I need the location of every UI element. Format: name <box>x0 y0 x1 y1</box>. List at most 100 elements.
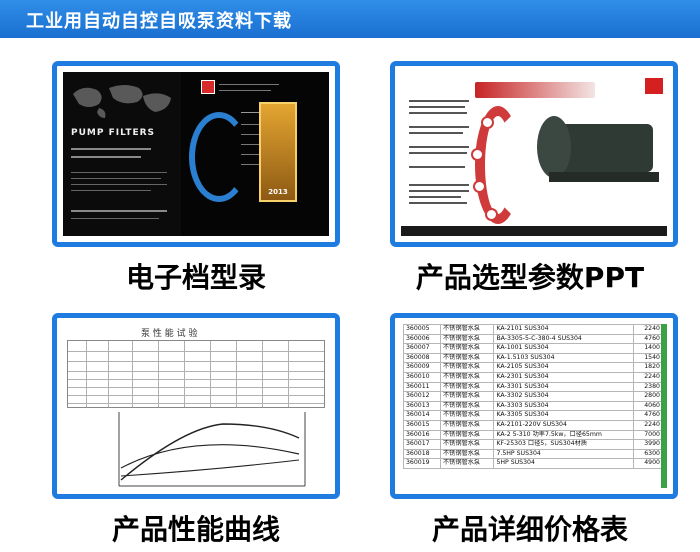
banner-title: 工业用自动自控自吸泵资料下载 <box>26 11 292 32</box>
ppt-text-line <box>409 126 469 128</box>
price-cell-price: 6300 <box>633 448 663 460</box>
price-cell-name: 不锈钢管水泵 <box>439 343 495 354</box>
price-cell-code: 360018 <box>403 448 441 460</box>
table-gridline <box>288 341 289 407</box>
price-cell-name: 不锈钢管水泵 <box>439 400 495 412</box>
price-cell-price: 2240 <box>633 371 663 383</box>
ppt-text-line <box>409 100 469 102</box>
chart-bullet-icon <box>471 148 484 161</box>
table-gridline <box>68 379 324 380</box>
table-gridline <box>68 387 324 388</box>
price-cell-name: 不锈钢管水泵 <box>439 419 495 431</box>
plaque-year: 2013 <box>268 188 288 196</box>
price-cell-model: KA-1.5103 SUS304 <box>493 352 635 364</box>
price-cell-code: 360014 <box>403 410 441 421</box>
ppt-text-line <box>409 196 461 198</box>
price-cell-price: 1400 <box>633 343 663 354</box>
price-cell-code: 360009 <box>403 362 441 373</box>
ppt-thumbnail <box>401 72 667 236</box>
price-cell-code: 360015 <box>403 419 441 431</box>
price-cell-model: KA-2101 SUS304 <box>493 324 635 335</box>
catalog-thumbnail: PUMP FILTERS 2013 <box>63 72 329 236</box>
caption-product-ppt[interactable]: 产品选型参数PPT <box>415 261 645 294</box>
price-cell-price: 4760 <box>633 410 663 421</box>
caption-performance-curve[interactable]: 产品性能曲线 <box>111 513 280 546</box>
caption-price-table[interactable]: 产品详细价格表 <box>431 513 628 546</box>
price-cell-name: 不锈钢管水泵 <box>439 371 495 383</box>
table-gridline <box>236 341 237 407</box>
price-cell-name: 不锈钢管水泵 <box>439 429 495 441</box>
catalog-text-line <box>219 90 271 91</box>
price-cell-model: KA-2101-220V SUS304 <box>493 419 635 431</box>
table-gridline <box>262 341 263 407</box>
price-cell-price: 2800 <box>633 391 663 402</box>
ppt-text-line <box>409 112 467 114</box>
table-gridline <box>68 361 324 362</box>
price-cell-name: 不锈钢管水泵 <box>439 362 495 373</box>
table-gridline <box>108 341 109 407</box>
efficiency-curve <box>120 444 300 469</box>
price-cell-code: 360010 <box>403 371 441 383</box>
price-cell-model: KA-3305 SUS304 <box>493 410 635 421</box>
ppt-text-line <box>409 106 465 108</box>
catalog-text-line <box>71 210 167 212</box>
price-cell-model: 5HP SUS304 <box>493 458 635 469</box>
decorative-arc <box>189 112 249 202</box>
price-cell-name: 不锈钢管水泵 <box>439 458 495 469</box>
card-performance-curve[interactable]: 泵 性 能 试 验 <box>52 313 340 499</box>
price-cell-model: KA-2 5-310 功率7.5kw，口径65mm <box>493 429 635 441</box>
pump-head <box>537 116 571 178</box>
catalog-text-line <box>71 148 151 150</box>
price-cell-name: 不锈钢管水泵 <box>439 410 495 421</box>
ppt-text-line <box>409 152 467 154</box>
price-cell-code: 360012 <box>403 391 441 402</box>
card-product-ppt[interactable] <box>390 61 678 247</box>
performance-curve-chart <box>118 412 306 487</box>
price-cell-price: 2240 <box>633 324 663 335</box>
catalog-brand: PUMP FILTERS <box>71 128 156 138</box>
catalog-text-line <box>71 218 159 219</box>
curve-thumbnail: 泵 性 能 试 验 <box>63 324 329 488</box>
card-electronic-catalog[interactable]: PUMP FILTERS 2013 <box>52 61 340 247</box>
ppt-text-line <box>409 190 469 192</box>
price-cell-model: KF-25303 口径5，SUS304材质 <box>493 439 635 450</box>
price-cell-price: 1540 <box>633 352 663 364</box>
header-banner: 工业用自动自控自吸泵资料下载 <box>0 0 700 38</box>
price-cell-model: KA-3302 SUS304 <box>493 391 635 402</box>
chart-bullet-icon <box>473 180 486 193</box>
catalog-text-line <box>71 190 151 191</box>
chart-bullet-icon <box>485 208 498 221</box>
price-sheet-stripe <box>661 324 667 488</box>
world-map-icon <box>73 85 171 118</box>
catalog-text-line <box>71 184 167 185</box>
price-cell-model: 7.5HP SUS304 <box>493 448 635 460</box>
table-gridline <box>132 341 133 407</box>
table-gridline <box>68 371 324 372</box>
table-gridline <box>86 341 87 407</box>
caption-electronic-catalog[interactable]: 电子档型录 <box>125 261 266 294</box>
price-cell-name: 不锈钢管水泵 <box>439 352 495 364</box>
price-cell-name: 不锈钢管水泵 <box>439 439 495 450</box>
price-cell-model: KA-3301 SUS304 <box>493 381 635 393</box>
test-data-table <box>67 340 325 408</box>
ppt-decorative-ring <box>475 106 521 224</box>
catalog-back-cover: PUMP FILTERS <box>63 72 181 236</box>
price-cell-code: 360005 <box>403 324 441 335</box>
price-cell-code: 360019 <box>403 458 441 469</box>
catalog-text-line <box>71 172 167 173</box>
ppt-title-bar <box>475 82 595 98</box>
price-cell-model: KA-1001 SUS304 <box>493 343 635 354</box>
ppt-text-line <box>409 184 469 186</box>
table-gridline <box>68 403 324 404</box>
